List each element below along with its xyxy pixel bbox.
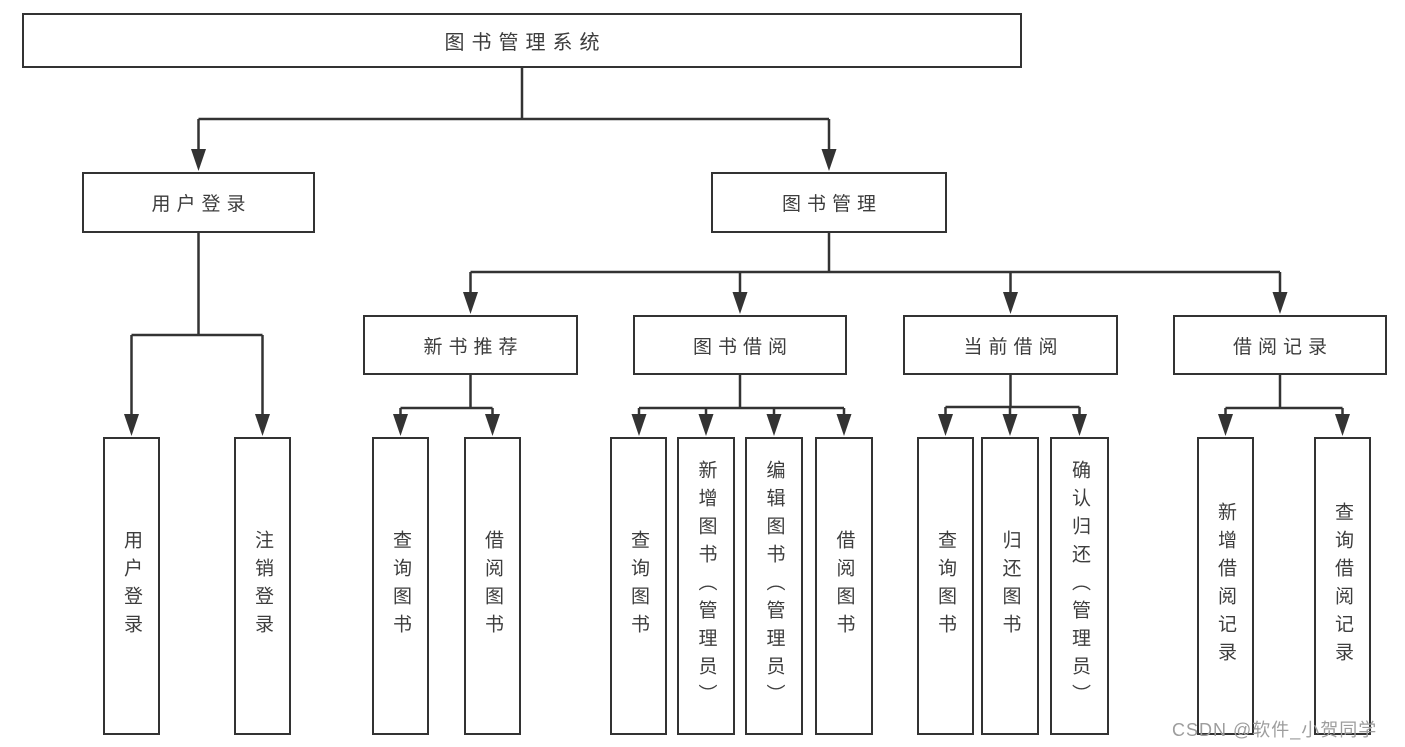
leaf-user-login: 用户登录 (103, 437, 160, 735)
leaf-add-borrow-record: 新增借阅记录 (1197, 437, 1254, 735)
leaf-borrow-book: 借阅图书 (815, 437, 873, 735)
leaf-edit-book-admin: 编辑图书（管理员） (745, 437, 803, 735)
leaf-return-book: 归还图书 (981, 437, 1039, 735)
node-current-borrow: 当前借阅 (903, 315, 1118, 375)
node-book-borrow: 图书借阅 (633, 315, 847, 375)
leaf-confirm-return-admin: 确认归还（管理员） (1050, 437, 1109, 735)
leaf-query-borrow-record: 查询借阅记录 (1314, 437, 1371, 735)
leaf-query-book-recommend: 查询图书 (372, 437, 429, 735)
leaf-add-book-admin: 新增图书（管理员） (677, 437, 735, 735)
leaf-logout: 注销登录 (234, 437, 291, 735)
leaf-query-book-current: 查询图书 (917, 437, 974, 735)
node-borrow-records: 借阅记录 (1173, 315, 1387, 375)
node-book-management: 图书管理 (711, 172, 947, 233)
node-library-management-system: 图书管理系统 (22, 13, 1022, 68)
watermark: CSDN @软件_小贺同学 (1172, 720, 1378, 740)
node-new-book-recommend: 新书推荐 (363, 315, 578, 375)
leaf-borrow-book-recommend: 借阅图书 (464, 437, 521, 735)
node-user-login: 用户登录 (82, 172, 315, 233)
leaf-query-book-borrow: 查询图书 (610, 437, 667, 735)
